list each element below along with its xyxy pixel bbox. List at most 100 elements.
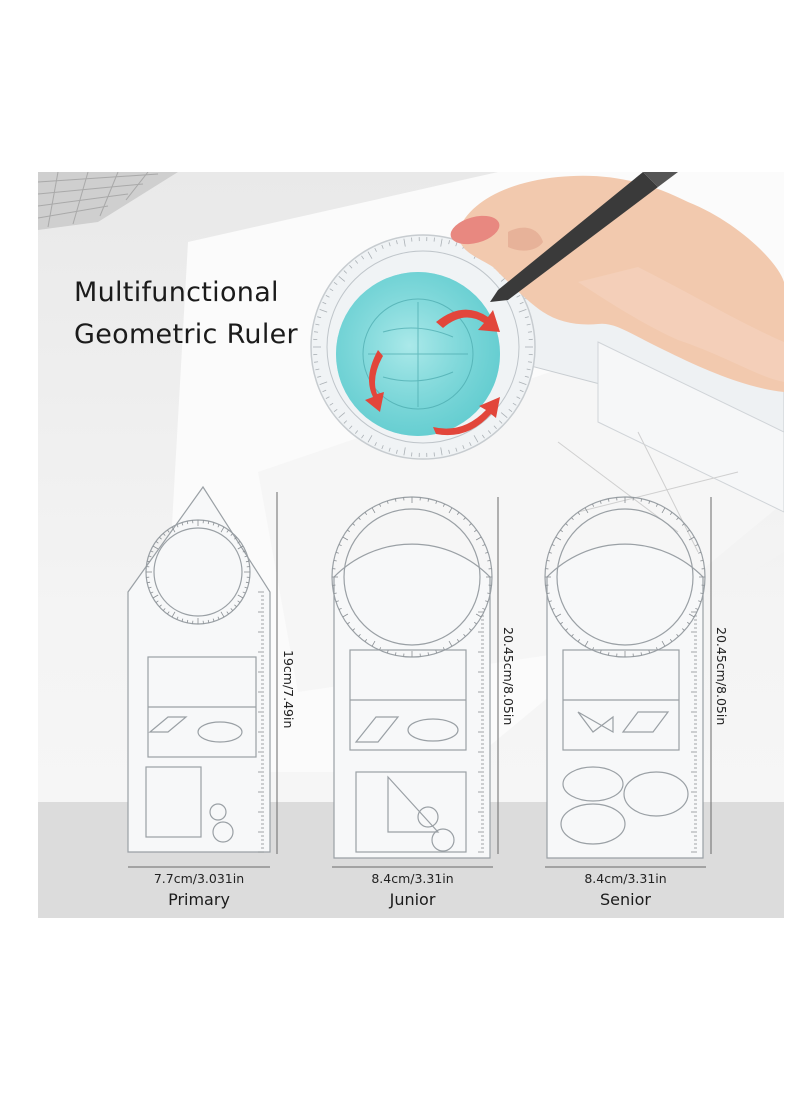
ruler-tick xyxy=(435,500,438,504)
ruler-tick xyxy=(565,523,569,526)
ruler-tick xyxy=(150,591,154,594)
ruler-tick xyxy=(342,536,349,541)
ruler-tick xyxy=(427,652,430,656)
ruler-tick xyxy=(155,600,159,603)
ruler-tick xyxy=(217,616,220,620)
protractor-tick xyxy=(508,408,513,412)
ruler-tick xyxy=(379,647,382,651)
protractor-tick xyxy=(455,447,458,452)
ruler-tick xyxy=(592,647,595,651)
ruler-tick xyxy=(448,640,453,647)
protractor-tick xyxy=(361,434,365,439)
ruler-tick xyxy=(655,647,658,651)
headline: Multifunctional Geometric Ruler xyxy=(74,272,298,356)
protractor-tick xyxy=(524,316,529,319)
protractor-tick xyxy=(526,323,531,326)
protractor-tick xyxy=(381,244,384,249)
ruler-tick xyxy=(352,523,356,526)
ruler-tick xyxy=(688,613,695,618)
ruler-tick xyxy=(555,536,562,541)
protractor-tick xyxy=(314,331,319,333)
ruler-tick xyxy=(661,507,666,514)
ruler-tick xyxy=(474,529,477,533)
ruler-tick xyxy=(220,526,225,533)
ruler-tick xyxy=(207,521,210,525)
ruler-tick xyxy=(230,533,234,536)
protractor-tick xyxy=(367,251,373,259)
ruler-tick xyxy=(548,600,552,603)
ruler-tick xyxy=(448,507,453,514)
ruler-tick xyxy=(148,555,152,558)
protractor-tick xyxy=(374,442,377,447)
protractor-tick xyxy=(338,275,346,282)
ruler-tick xyxy=(159,536,162,540)
ruler-tick xyxy=(698,600,702,603)
protractor-tick xyxy=(462,445,465,450)
ruler-tick xyxy=(244,555,248,558)
ruler-tick xyxy=(482,607,486,610)
ruler-tick xyxy=(560,529,563,533)
ruler-tick xyxy=(485,600,489,603)
protractor-tick xyxy=(325,396,330,399)
protractor-tick xyxy=(322,301,327,305)
senior-name: Senior xyxy=(600,890,651,909)
ruler-tick xyxy=(234,536,237,540)
ruler-tick xyxy=(352,628,356,631)
protractor-tick xyxy=(440,447,443,456)
protractor-tick xyxy=(516,396,521,399)
protractor-tick xyxy=(448,240,450,245)
ruler-tick xyxy=(167,529,170,533)
ruler-tick xyxy=(245,560,249,563)
ruler-tick xyxy=(186,521,189,525)
ruler-tick xyxy=(186,619,189,623)
senior-width-label: 8.4cm/3.31in xyxy=(584,871,667,886)
ruler-tick xyxy=(592,503,595,507)
ruler-tick xyxy=(456,639,460,642)
protractor-tick xyxy=(527,361,532,363)
protractor-tick xyxy=(333,282,338,286)
protractor-tick xyxy=(396,240,398,245)
ruler-tick xyxy=(681,523,685,526)
protractor-tick xyxy=(440,238,443,247)
ruler-tick xyxy=(152,594,159,599)
ruler-tick xyxy=(442,503,445,507)
ruler-tick xyxy=(148,586,152,589)
rulers-illustration xyxy=(127,485,712,868)
ruler-tick xyxy=(171,526,176,533)
ruler-tick xyxy=(548,551,552,554)
protractor-tick xyxy=(512,402,517,406)
protractor-tick xyxy=(493,425,497,430)
ruler-tick xyxy=(698,551,702,554)
ruler-tick xyxy=(150,550,154,553)
protractor-tick xyxy=(315,368,320,371)
ruler-tick xyxy=(640,652,643,656)
ruler-tick xyxy=(338,544,342,547)
protractor-tick xyxy=(354,430,359,434)
ruler-tick xyxy=(435,650,438,654)
ruler-tick xyxy=(681,628,685,631)
protractor-tick xyxy=(388,447,391,452)
protractor-tick xyxy=(319,381,328,385)
ruler-tick xyxy=(226,529,229,533)
ruler-tick xyxy=(475,536,482,541)
primary-name: Primary xyxy=(168,890,230,909)
ruler-tick xyxy=(226,611,229,615)
ruler-tick xyxy=(687,529,690,533)
protractor-tick xyxy=(487,430,492,434)
protractor-tick xyxy=(527,331,532,333)
protractor-tick xyxy=(518,309,527,313)
ruler-tick xyxy=(565,628,569,631)
ruler-tick xyxy=(242,591,246,594)
ruler-tick xyxy=(335,600,339,603)
protractor-tick xyxy=(381,445,384,450)
ruler-tick xyxy=(577,512,581,515)
ruler-tick xyxy=(555,613,562,618)
ruler-tick xyxy=(584,507,589,514)
ruler-tick xyxy=(237,594,244,599)
ruler-tick xyxy=(230,608,234,611)
ruler-tick xyxy=(217,524,220,528)
ruler-tick xyxy=(482,544,486,547)
ruler-tick xyxy=(599,650,602,654)
ruler-tick xyxy=(599,500,602,504)
ruler-tick xyxy=(176,524,179,528)
